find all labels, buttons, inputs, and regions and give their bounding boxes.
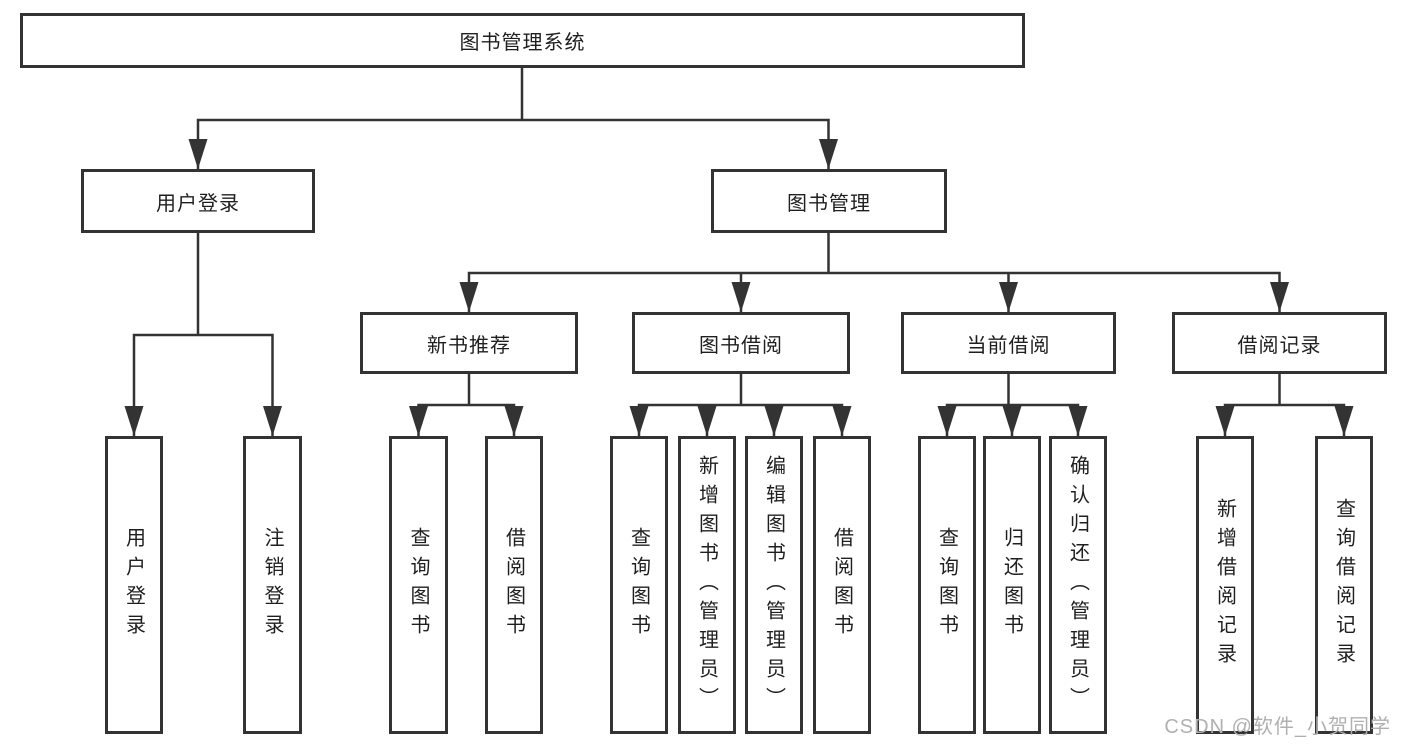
leaf-return-books: 归还图书 xyxy=(983,436,1041,734)
node-book-management: 图书管理 xyxy=(711,169,947,233)
leaf-query-books-current: 查询图书 xyxy=(918,436,976,734)
node-new-book-recommend: 新书推荐 xyxy=(360,312,578,374)
node-current-borrow: 当前借阅 xyxy=(901,312,1116,374)
leaf-logout: 注销登录 xyxy=(243,436,302,734)
node-borrow-records: 借阅记录 xyxy=(1172,312,1387,374)
leaf-query-books-borrow: 查询图书 xyxy=(610,436,668,734)
node-library-management-system: 图书管理系统 xyxy=(20,13,1025,68)
node-user-login-group: 用户登录 xyxy=(81,169,315,233)
leaf-borrow-books-recommend: 借阅图书 xyxy=(485,436,543,734)
leaf-confirm-return-admin: 确认归还（管理员） xyxy=(1049,436,1107,734)
csdn-watermark: CSDN @软件_小贺同学 xyxy=(1164,716,1391,738)
leaf-user-login: 用户登录 xyxy=(105,436,163,734)
leaf-query-borrow-record: 查询借阅记录 xyxy=(1315,436,1373,734)
leaf-edit-books-admin: 编辑图书（管理员） xyxy=(745,436,803,734)
leaf-add-borrow-record: 新增借阅记录 xyxy=(1196,436,1254,734)
node-book-borrow: 图书借阅 xyxy=(632,312,850,374)
leaf-query-books-recommend: 查询图书 xyxy=(389,436,448,734)
leaf-add-books-admin: 新增图书（管理员） xyxy=(678,436,736,734)
leaf-borrow-books: 借阅图书 xyxy=(813,436,871,734)
